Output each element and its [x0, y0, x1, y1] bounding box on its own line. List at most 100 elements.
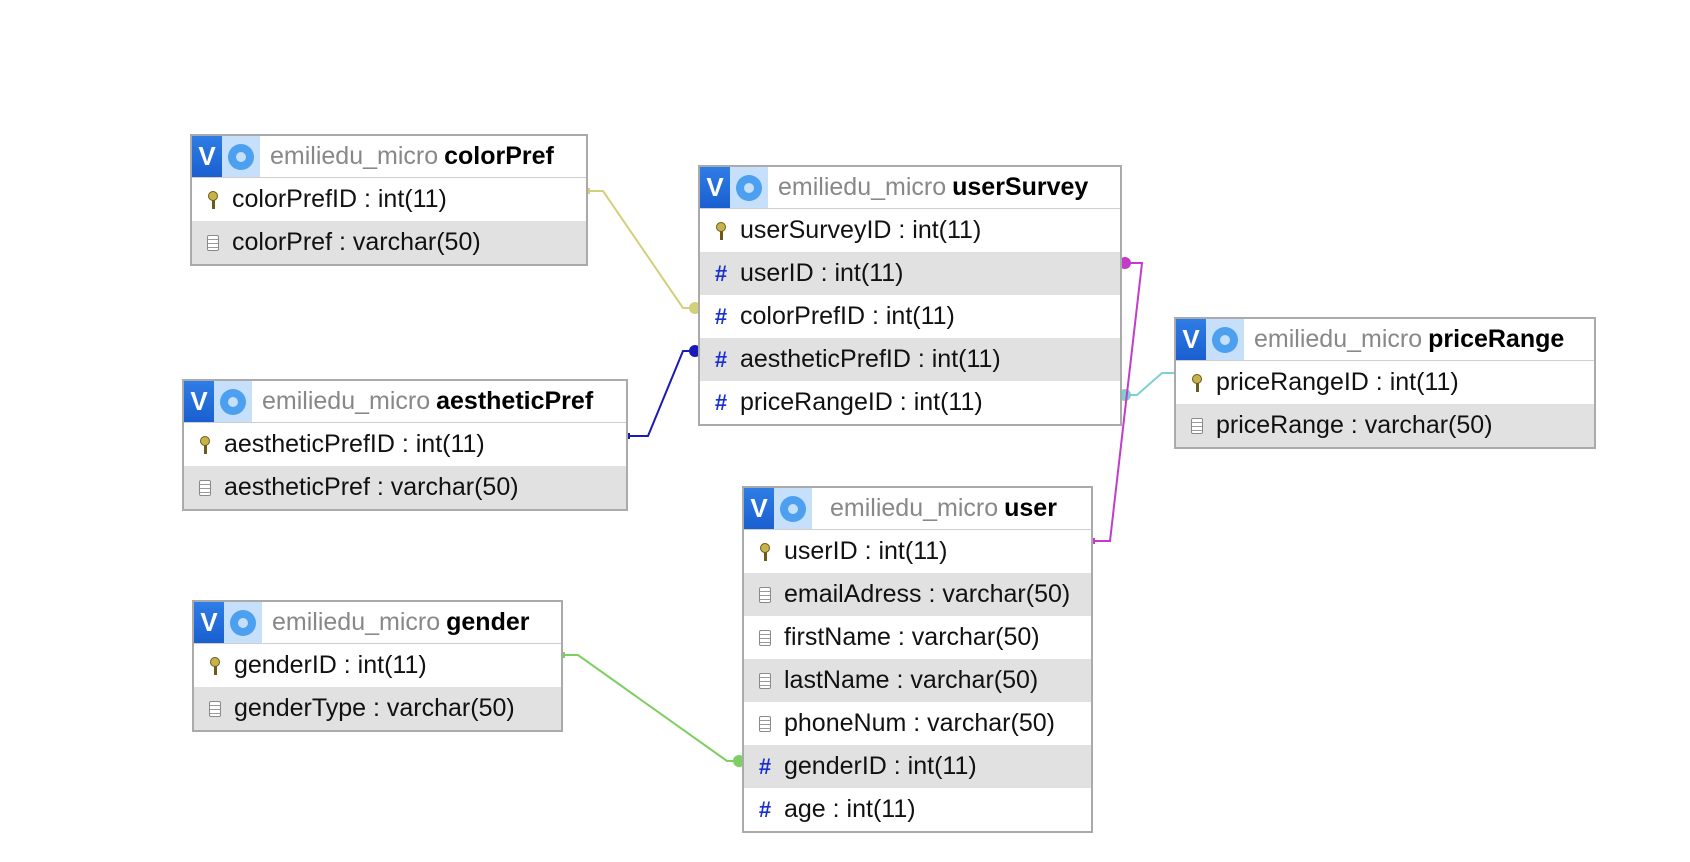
table-name: user [1004, 494, 1057, 522]
column-row[interactable]: phoneNum : varchar(50) [744, 702, 1091, 745]
database-name: emiliedu_micro [830, 494, 999, 522]
database-name: emiliedu_micro [262, 387, 431, 415]
column-row[interactable]: # aestheticPrefID : int(11) [700, 338, 1120, 381]
column-row[interactable]: colorPref : varchar(50) [192, 221, 586, 264]
table-name: colorPref [444, 142, 554, 170]
column-row[interactable]: # colorPrefID : int(11) [700, 295, 1120, 338]
column-row[interactable]: priceRangeID : int(11) [1176, 361, 1594, 404]
column-label: age : int(11) [784, 795, 916, 823]
column-label: colorPref : varchar(50) [232, 228, 481, 256]
column-row[interactable]: userID : int(11) [744, 530, 1091, 573]
database-name: emiliedu_micro [778, 173, 947, 201]
column-label: aestheticPref : varchar(50) [224, 473, 519, 501]
document-icon [199, 479, 211, 496]
column-label: genderID : int(11) [784, 752, 977, 780]
document-icon [759, 672, 771, 689]
column-label: aestheticPrefID : int(11) [740, 345, 1001, 373]
table-name: userSurvey [952, 173, 1089, 201]
column-row[interactable]: aestheticPref : varchar(50) [184, 466, 626, 509]
gear-icon [230, 609, 256, 636]
gear-icon [228, 143, 254, 170]
column-label: userID : int(11) [784, 537, 948, 565]
key-icon [208, 190, 218, 209]
relation-colorpref [584, 188, 701, 314]
column-row[interactable]: priceRange : varchar(50) [1176, 404, 1594, 447]
column-label: genderID : int(11) [234, 651, 427, 679]
column-row[interactable]: lastName : varchar(50) [744, 659, 1091, 702]
table-options-button[interactable] [774, 488, 812, 529]
gear-icon [736, 174, 762, 201]
table-name: priceRange [1428, 325, 1565, 353]
table-options-button[interactable] [730, 167, 768, 208]
gear-icon [1212, 326, 1238, 353]
table-name: gender [446, 608, 530, 636]
column-row[interactable]: aestheticPrefID : int(11) [184, 423, 626, 466]
table-options-button[interactable] [1206, 319, 1244, 360]
gear-icon [780, 495, 806, 522]
table-options-button[interactable] [214, 381, 252, 422]
toggle-columns-button[interactable]: V [184, 381, 214, 422]
column-row[interactable]: firstName : varchar(50) [744, 616, 1091, 659]
hash-icon: # [714, 389, 728, 415]
database-name: emiliedu_micro [270, 142, 439, 170]
column-label: userSurveyID : int(11) [740, 216, 982, 244]
toggle-columns-button[interactable]: V [744, 488, 774, 529]
column-row[interactable]: # age : int(11) [744, 788, 1091, 831]
key-icon [210, 656, 220, 675]
column-label: priceRangeID : int(11) [740, 388, 983, 416]
toggle-columns-button[interactable]: V [1176, 319, 1206, 360]
column-label: aestheticPrefID : int(11) [224, 430, 485, 458]
document-icon [759, 715, 771, 732]
relation-gender [559, 652, 745, 767]
column-label: emailAdress : varchar(50) [784, 580, 1071, 608]
document-icon [1191, 417, 1203, 434]
document-icon [759, 586, 771, 603]
column-row[interactable]: genderID : int(11) [194, 644, 561, 687]
column-label: priceRange : varchar(50) [1216, 411, 1493, 439]
column-label: phoneNum : varchar(50) [784, 709, 1055, 737]
relation-pricerange [1119, 370, 1180, 401]
column-row[interactable]: userSurveyID : int(11) [700, 209, 1120, 252]
relation-aestheticpref [624, 345, 701, 439]
gear-icon [220, 388, 246, 415]
column-label: userID : int(11) [740, 259, 904, 287]
column-row[interactable]: genderType : varchar(50) [194, 687, 561, 730]
column-row[interactable]: # priceRangeID : int(11) [700, 381, 1120, 424]
hash-icon: # [758, 796, 772, 822]
table-name: aestheticPref [436, 387, 594, 415]
column-row[interactable]: # genderID : int(11) [744, 745, 1091, 788]
column-row[interactable]: # userID : int(11) [700, 252, 1120, 295]
column-label: colorPrefID : int(11) [740, 302, 955, 330]
column-row[interactable]: colorPrefID : int(11) [192, 178, 586, 221]
database-name: emiliedu_micro [272, 608, 441, 636]
column-row[interactable]: emailAdress : varchar(50) [744, 573, 1091, 616]
table-options-button[interactable] [222, 136, 260, 177]
key-icon [200, 435, 210, 454]
hash-icon: # [758, 753, 772, 779]
hash-icon: # [714, 303, 728, 329]
table-options-button[interactable] [224, 602, 262, 643]
hash-icon: # [714, 260, 728, 286]
toggle-columns-button[interactable]: V [194, 602, 224, 643]
document-icon [759, 629, 771, 646]
key-icon [716, 221, 726, 240]
toggle-columns-button[interactable]: V [700, 167, 730, 208]
column-label: firstName : varchar(50) [784, 623, 1040, 651]
key-icon [760, 542, 770, 561]
hash-icon: # [714, 346, 728, 372]
database-name: emiliedu_micro [1254, 325, 1423, 353]
toggle-columns-button[interactable]: V [192, 136, 222, 177]
document-icon [207, 234, 219, 251]
